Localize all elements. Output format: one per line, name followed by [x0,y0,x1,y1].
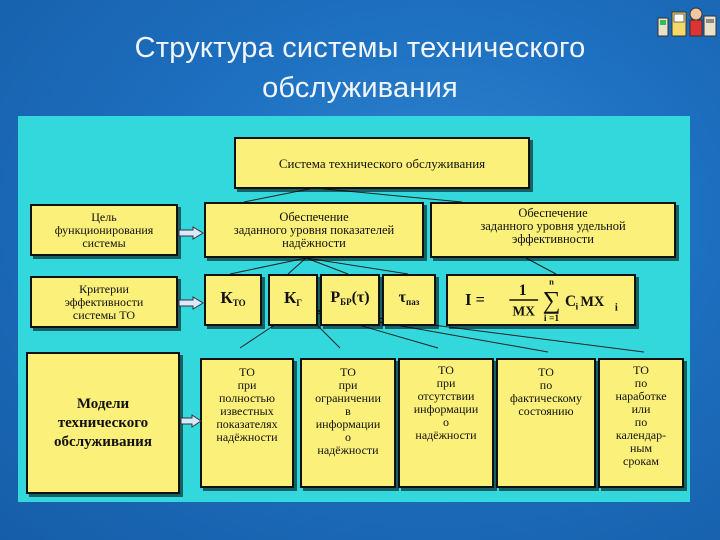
to-limited-line-2: при [338,378,358,392]
reliability-box: Обеспечение заданного уровня показателей… [204,202,424,258]
to-limited-line-6: о [345,430,351,444]
to-limited-line-5: информации [315,417,381,431]
formula-graphic: I = 1 MX n ∑ i =1 C i MX i [465,277,618,324]
to-condition-line-2: по [539,378,553,392]
to-absent-line-4: информации [413,402,479,416]
to-full-line-3: полностью [219,391,275,405]
to-limited-line-4: в [345,404,351,418]
diagram-panel: Система технического обслуживания Цель ф… [18,116,690,502]
k-g-main: К [283,287,297,307]
tau-sub: паз [406,297,420,307]
k-to-box: КТО [204,274,262,326]
goal-line-2: функционирования [54,222,154,237]
efficiency-box: Обеспечение заданного уровня удельной эф… [430,202,676,258]
formula-tail-sub: i [615,303,618,314]
goal-line-1: Цель [91,209,117,224]
arrow-criteria-to-kto-icon [178,296,204,310]
formula-term-sub: i [576,302,579,313]
goal-box: Цель функционирования системы [30,204,178,256]
criteria-line-2: эффективности [64,294,144,309]
to-condition-line-3: фактическому [509,391,582,405]
formula-term-tail: MX [580,294,605,310]
formula-numerator: 1 [519,282,527,299]
to-runtime-line-3: наработке [615,389,667,403]
models-line-1: Модели [76,395,130,412]
to-full-line-5: показателях [216,417,278,431]
to-limited-line-1: ТО [340,365,356,379]
p-br-box: РБР(τ) [320,274,380,326]
to-absent-line-5: о [443,415,449,429]
formula-lower-limit: i =1 [544,313,560,324]
to-runtime-line-1: ТО [633,363,649,377]
tau-label: τпаз [398,289,420,309]
to-full-line-6: надёжности [216,430,278,444]
to-runtime-line-6: календар- [615,428,667,442]
arrow-goal-to-reliability-icon [178,226,204,240]
formula-lhs: I = [465,290,485,309]
formula-denominator: MX [513,303,536,318]
to-runtime-line-7: ным [629,441,653,455]
arrow-models-to-to-icon [180,414,202,428]
to-condition-line-4: состоянию [518,404,574,418]
corner-clipart-icon [657,7,717,37]
tau-main: τ [398,289,407,306]
to-full-line-2: при [237,378,257,392]
connector-lines [229,187,645,353]
to-runtime-line-4: или [631,402,651,416]
to-condition-line-1: ТО [538,365,554,379]
k-to-sub: ТО [232,297,246,308]
formula-term: C [565,293,576,310]
to-absent-line-2: при [436,376,456,390]
to-limited-line-3: ограничении [315,391,381,405]
p-br-main: Р [330,289,341,306]
to-full-line-1: ТО [239,365,255,379]
k-g-box: КГ [268,274,318,326]
root-system-text: Система технического обслуживания [278,155,486,171]
reliability-line-1: Обеспечение [279,209,349,224]
to-absent-line-6: надёжности [415,428,477,442]
to-absent-line-3: отсутствии [417,389,475,403]
reliability-line-2: заданного уровня показателей [233,222,395,237]
to-condition-box: ТО по фактическому состоянию [496,358,596,488]
p-br-sub: БР [340,297,352,307]
formula-sum-sign: ∑ [543,288,561,315]
to-limited-box: ТО при ограничении в информации о надёжн… [300,358,396,488]
slide-title: Структура системы технического обслужива… [60,28,660,108]
models-line-2: технического [57,414,149,431]
efficiency-line-1: Обеспечение [518,206,588,220]
slide-title-line-2: обслуживания [262,72,458,104]
tau-box: τпаз [382,274,436,326]
reliability-line-3: надёжности [282,235,346,250]
to-runtime-line-5: по [634,415,648,429]
to-absent-box: ТО при отсутствии информации о надёжност… [398,358,494,488]
k-to-label: КТО [220,287,246,310]
criteria-line-3: системы ТО [72,307,136,322]
efficiency-line-3: эффективности [512,232,594,246]
formula-upper-limit: n [549,277,554,287]
criteria-line-1: Критерии [79,281,129,296]
root-system-box: Система технического обслуживания [234,137,530,189]
to-full-line-4: известных [220,404,274,418]
to-runtime-line-8: срокам [623,454,659,468]
p-br-label: РБР(τ) [330,289,370,309]
k-g-sub: Г [296,297,303,308]
goal-line-3: системы [82,235,126,250]
criteria-box: Критерии эффективности системы ТО [30,276,178,328]
to-runtime-box: ТО по наработке или по календар- ным сро… [598,358,684,488]
p-br-tail: (τ) [351,289,370,306]
to-limited-line-7: надёжности [317,443,379,457]
formula-box: I = 1 MX n ∑ i =1 C i MX i [446,274,636,326]
efficiency-line-2: заданного уровня удельной [480,219,626,233]
k-g-label: КГ [283,287,303,310]
to-full-box: ТО при полностью известных показателях н… [200,358,294,488]
to-absent-line-1: ТО [438,363,454,377]
models-line-3: обслуживания [54,433,152,450]
k-to-main: К [220,287,233,307]
to-runtime-line-2: по [634,376,648,390]
models-box: Модели технического обслуживания [26,352,180,494]
slide-title-line-1: Структура системы технического [134,32,586,64]
